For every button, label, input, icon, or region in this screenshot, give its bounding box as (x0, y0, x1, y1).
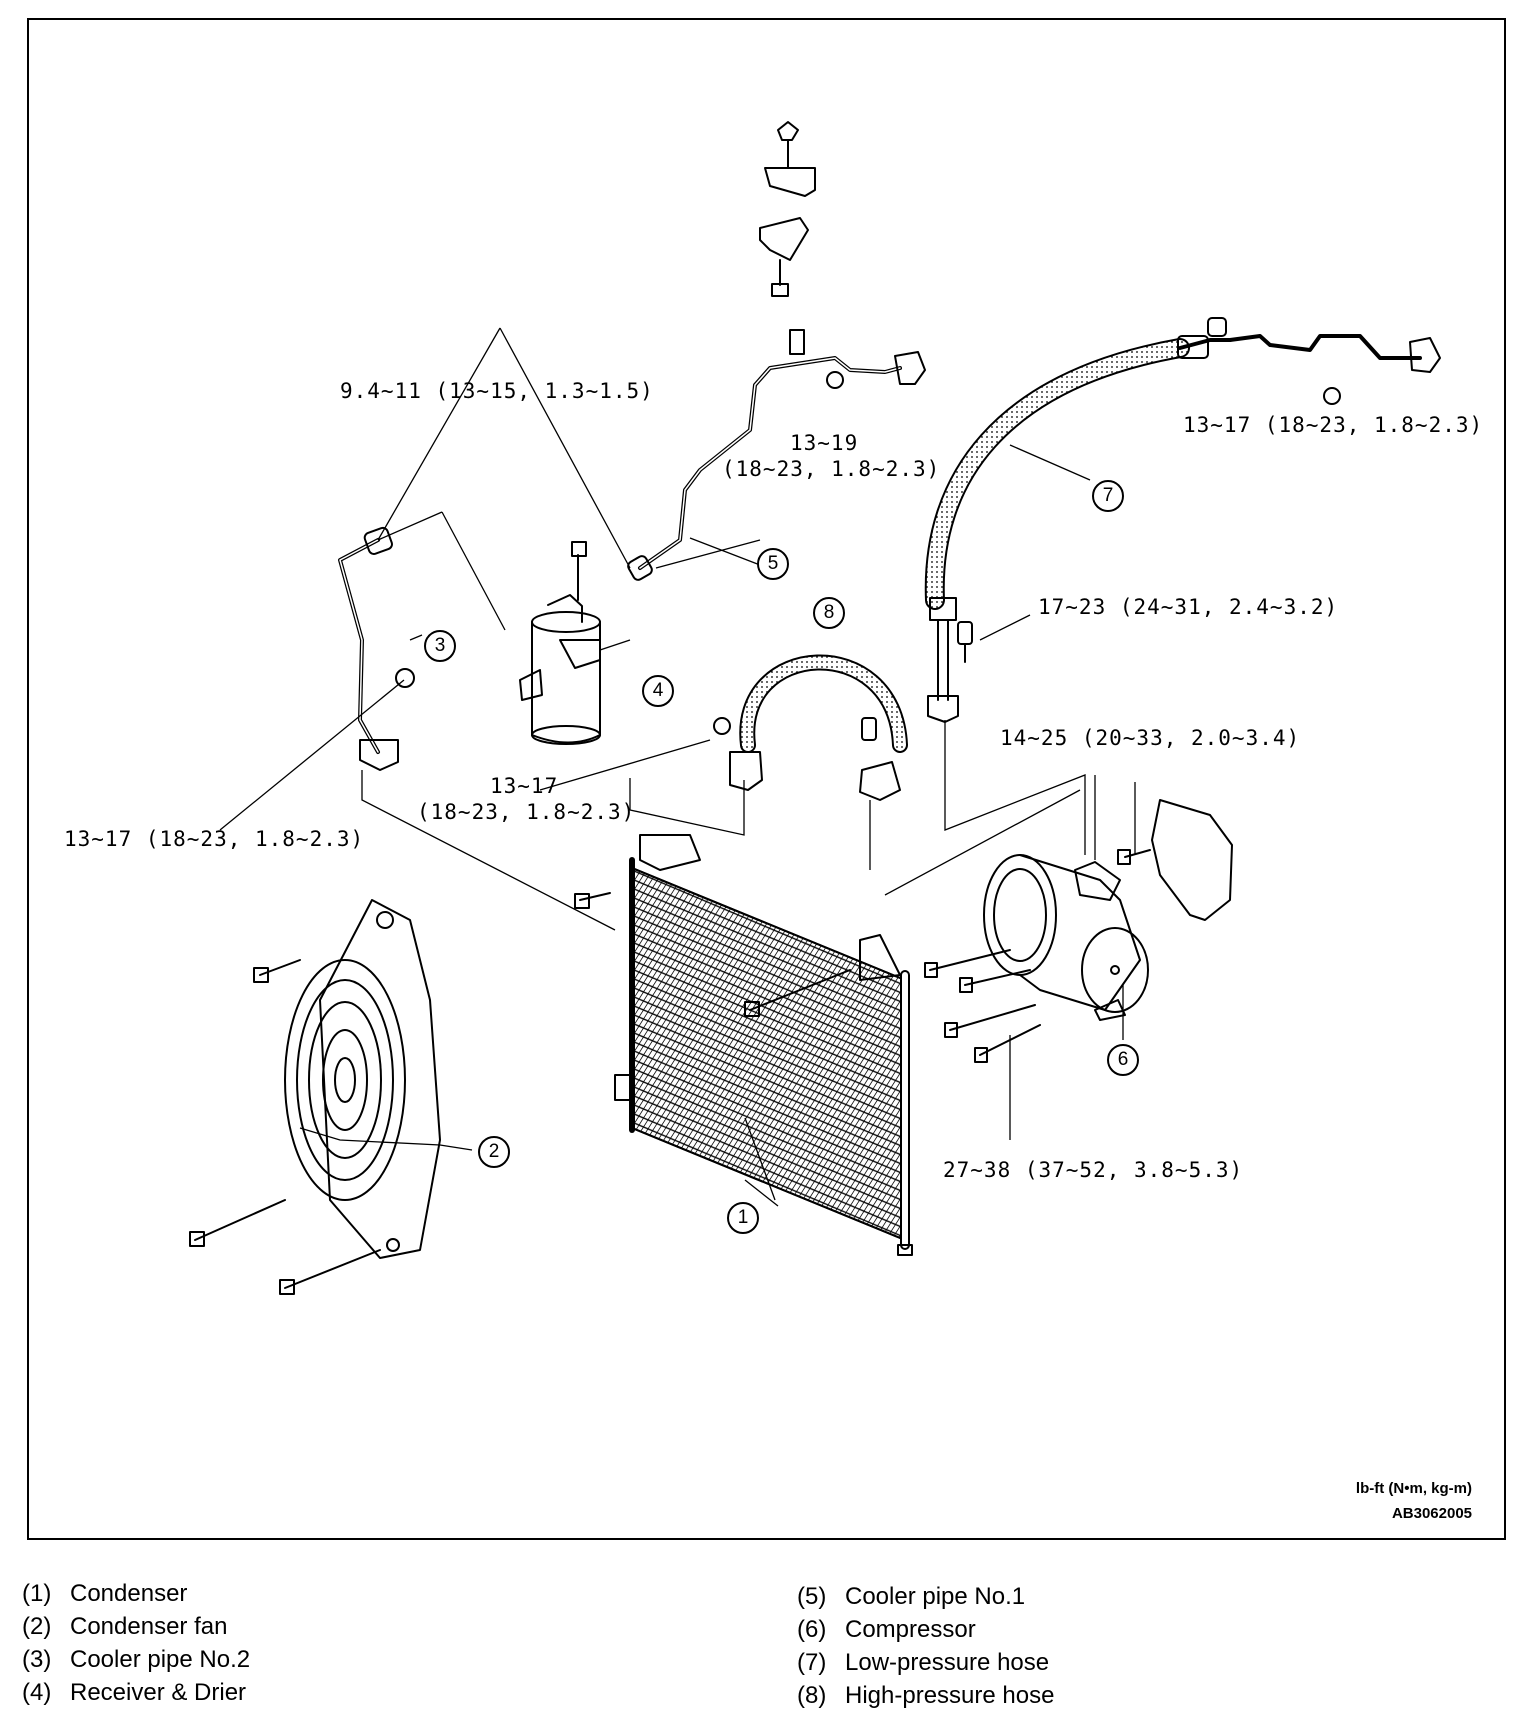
figure-code: AB3062005 (1391, 1505, 1472, 1522)
top-clamp-assembly (759, 121, 816, 297)
torque-spec-hphose-metric: (18~23, 1.8~2.3) (417, 800, 636, 824)
condenser-fan (284, 899, 441, 1259)
legend-item: (7)Low-pressure hose (797, 1649, 1050, 1676)
torque-spec-pipe1-nut: 13~19 (790, 431, 859, 455)
diagram-frame (27, 18, 1506, 1540)
bolts (189, 849, 1151, 1295)
callout-7: 7 (1092, 480, 1124, 512)
compressor (983, 854, 1149, 1021)
callout-5: 5 (757, 548, 789, 580)
legend-right: (5)Cooler pipe No.1 (6)Compressor (7)Low… (797, 1580, 1054, 1712)
exploded-view-drawing (189, 121, 1441, 1295)
legend-left: (1)Condenser (2)Condenser fan (3)Cooler … (22, 1577, 250, 1709)
torque-spec-lowhose-bolt: 17~23 (24~31, 2.4~3.2) (1038, 595, 1339, 619)
cooler-pipe-2 (338, 538, 380, 754)
callout-6: 6 (1107, 1044, 1139, 1076)
torque-spec-compressor-bracket: 14~25 (20~33, 2.0~3.4) (1000, 726, 1301, 750)
torque-spec-hphose: 13~17 (490, 774, 559, 798)
compressor-bracket (1151, 799, 1233, 921)
legend-item: (3)Cooler pipe No.2 (22, 1646, 251, 1673)
torque-spec-compressor-bolts: 27~38 (37~52, 3.8~5.3) (943, 1158, 1244, 1182)
legend-item: (6)Compressor (797, 1616, 976, 1643)
torque-units: lb-ft (N•m, kg-m) (1355, 1480, 1472, 1497)
torque-spec-lowhose-end: 13~17 (18~23, 1.8~2.3) (1183, 413, 1484, 437)
callout-3: 3 (424, 630, 456, 662)
legend-item: (2)Condenser fan (22, 1613, 228, 1640)
receiver-drier (519, 541, 601, 745)
legend-item: (4)Receiver & Drier (22, 1679, 247, 1706)
callout-4: 4 (642, 675, 674, 707)
torque-spec-pipe1-ends: 9.4~11 (13~15, 1.3~1.5) (340, 379, 654, 403)
legend-item: (8)High-pressure hose (797, 1682, 1055, 1709)
callout-1: 1 (727, 1202, 759, 1234)
condenser (614, 834, 913, 1256)
callout-2: 2 (478, 1136, 510, 1168)
legend-item: (1)Condenser (22, 1580, 188, 1607)
torque-spec-pipe1-nut-metric: (18~23, 1.8~2.3) (722, 457, 941, 481)
torque-spec-pipe2-nut: 13~17 (18~23, 1.8~2.3) (64, 827, 365, 851)
callout-8: 8 (813, 597, 845, 629)
legend-item: (5)Cooler pipe No.1 (797, 1583, 1026, 1610)
